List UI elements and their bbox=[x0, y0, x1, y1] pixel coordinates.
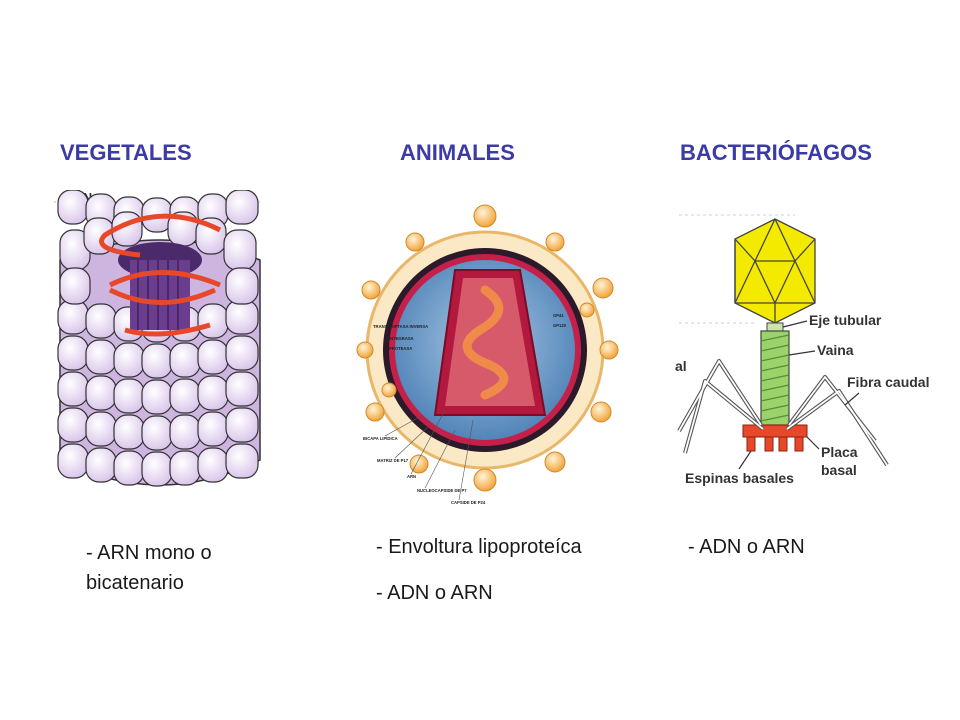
heading-bacteriofagos: BACTERIÓFAGOS bbox=[680, 140, 872, 165]
label-proteasa: PROTEASA bbox=[389, 346, 412, 351]
note-plant: - ARN mono o bicatenario bbox=[86, 542, 212, 594]
phage-baseplate bbox=[742, 424, 808, 438]
label-matriz: MATRIZ DE P17 bbox=[377, 458, 409, 463]
label-fibra-caudal: Fibra caudal bbox=[847, 374, 929, 390]
label-integrasa: INTEGRASA bbox=[389, 336, 414, 341]
heading-vegetales: VEGETALES bbox=[60, 140, 192, 165]
note-phage: - ADN o ARN bbox=[688, 536, 805, 558]
label-arn: ARN bbox=[407, 474, 416, 479]
phage-illustration: Eje tubular Vaina Fibra caudal Placa bas… bbox=[675, 214, 929, 486]
label-placa: Placa bbox=[821, 444, 858, 460]
label-gp120: GP120 bbox=[553, 323, 567, 328]
label-cut-al: al bbox=[675, 358, 687, 374]
note-animal-genome: - ADN o ARN bbox=[376, 582, 493, 604]
label-eje-tubular: Eje tubular bbox=[809, 312, 882, 328]
label-transcriptasa: TRANSCRIPTASA INVERSA bbox=[373, 324, 428, 329]
capsomere-rows bbox=[57, 190, 259, 487]
label-capside: CAPSIDE DE P24 bbox=[451, 500, 486, 505]
label-basal: basal bbox=[821, 462, 857, 478]
label-bicapa: BICAPA LIPÍDICA bbox=[363, 436, 398, 441]
label-gp41: GP41 bbox=[553, 313, 564, 318]
phage-head bbox=[734, 218, 816, 324]
plant-virus-illustration: ARN bbox=[54, 190, 261, 487]
rna-helix bbox=[99, 213, 222, 337]
label-nucleocapside: NUCLEOCAPSIDE DE P7 bbox=[417, 488, 467, 493]
label-vaina: Vaina bbox=[817, 342, 854, 358]
rna-ribbon bbox=[462, 285, 509, 400]
animal-virus-illustration: TRANSCRIPTASA INVERSA INTEGRASA PROTEASA… bbox=[356, 204, 619, 505]
note-animal-envelope: - Envoltura lipoproteíca bbox=[376, 536, 582, 558]
heading-animales: ANIMALES bbox=[400, 140, 515, 165]
label-espinas-basales: Espinas basales bbox=[685, 470, 794, 486]
envelope-spikes bbox=[356, 204, 619, 492]
